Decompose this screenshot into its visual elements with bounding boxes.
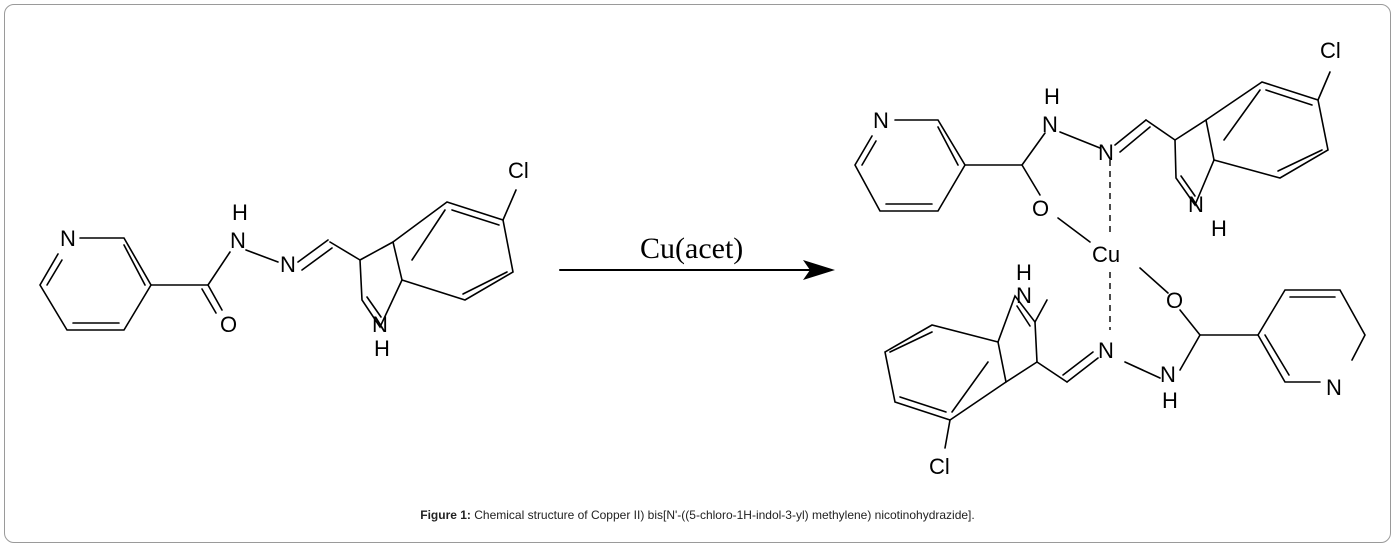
complex-upper-indole-h: H bbox=[1211, 216, 1227, 241]
complex-lower-indole-n: N bbox=[1016, 283, 1032, 308]
ligand-amide-n: N bbox=[230, 228, 246, 253]
ligand-indole-n: N bbox=[372, 312, 388, 337]
complex-lower-indole-h: H bbox=[1016, 260, 1032, 285]
complex-lower-amide-h: H bbox=[1162, 388, 1178, 413]
complex-structure bbox=[854, 71, 1366, 449]
complex-upper-imine-n: N bbox=[1098, 140, 1114, 165]
ligand-imine-n: N bbox=[280, 252, 296, 277]
figure-caption: Figure 1: Chemical structure of Copper I… bbox=[0, 508, 1395, 522]
complex-upper-pyridine-n: N bbox=[873, 108, 889, 133]
caption-text: Chemical structure of Copper II) bis[N'-… bbox=[470, 508, 975, 522]
complex-lower-pyridine-n: N bbox=[1326, 375, 1342, 400]
complex-lower-o: O bbox=[1166, 288, 1183, 313]
complex-lower-amide-n: N bbox=[1160, 362, 1176, 387]
ligand-amide-h: H bbox=[232, 200, 248, 225]
ligand-pyridine-n: N bbox=[60, 226, 76, 251]
complex-lower-imine-n: N bbox=[1098, 338, 1114, 363]
reaction-arrow bbox=[559, 260, 835, 280]
ligand-indole-h: H bbox=[374, 336, 390, 361]
figure-frame bbox=[4, 4, 1391, 543]
complex-upper-amide-n: N bbox=[1042, 112, 1058, 137]
caption-prefix: Figure 1: bbox=[420, 508, 471, 522]
complex-lower-chlorine: Cl bbox=[929, 454, 950, 479]
copper-atom: Cu bbox=[1092, 242, 1120, 267]
ligand-carbonyl-o: O bbox=[220, 312, 237, 337]
reaction-scheme: N H N N O N H Cl Cu(acet) bbox=[39, 38, 1366, 479]
reagent-label: Cu(acet) bbox=[640, 232, 743, 265]
complex-upper-o: O bbox=[1032, 196, 1049, 221]
complex-upper-indole-n: N bbox=[1188, 192, 1204, 217]
complex-upper-amide-h: H bbox=[1044, 84, 1060, 109]
ligand-structure bbox=[39, 189, 517, 331]
complex-upper-chlorine: Cl bbox=[1320, 38, 1341, 63]
ligand-chlorine: Cl bbox=[508, 158, 529, 183]
